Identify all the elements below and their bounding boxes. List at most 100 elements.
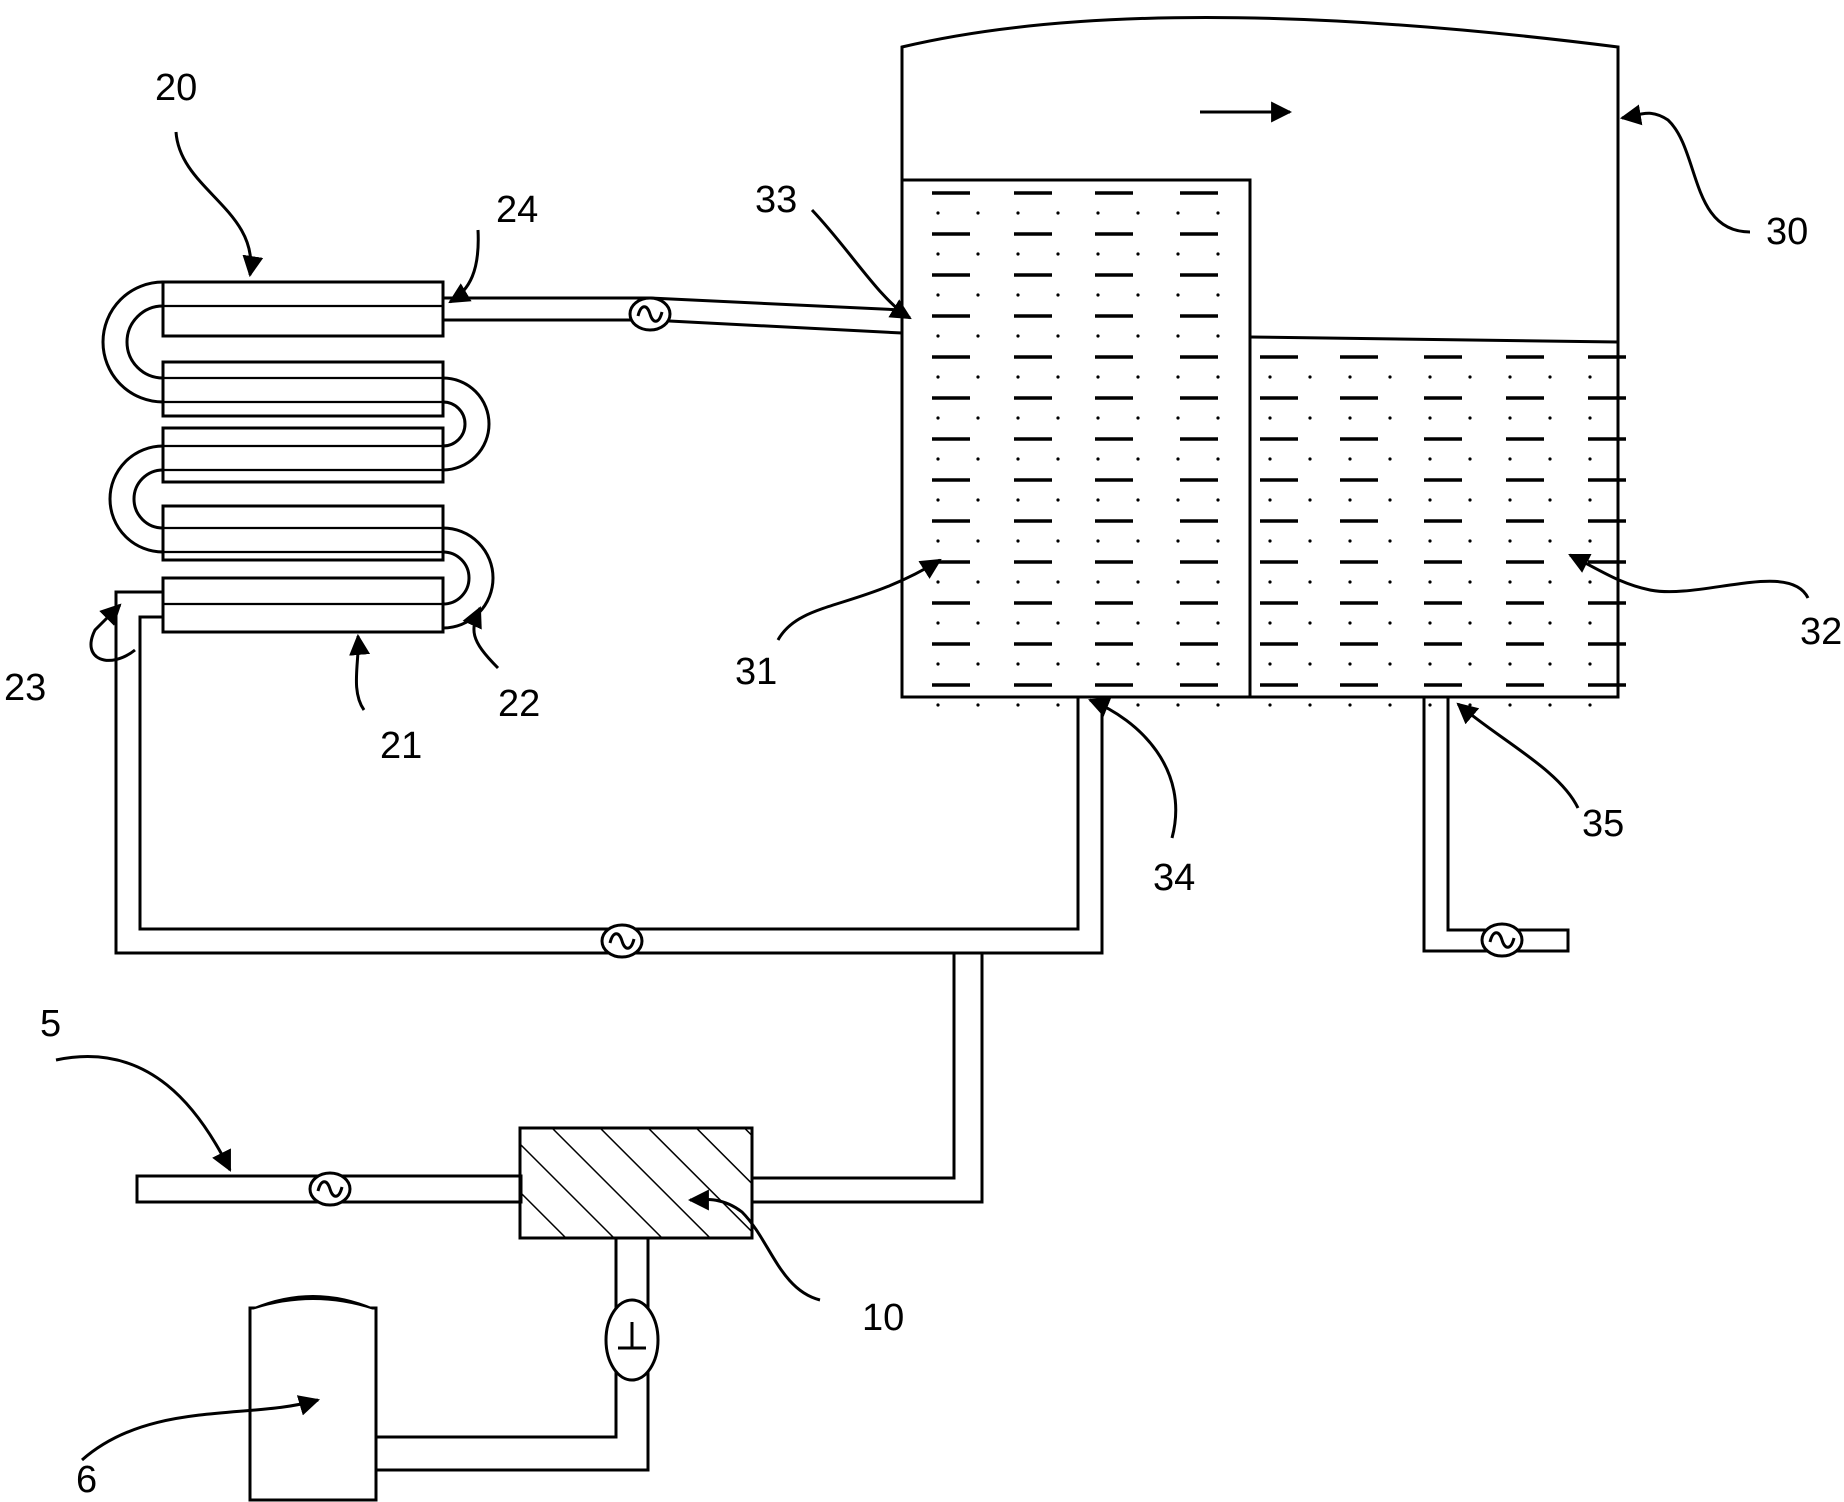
label-heat-exchanger-coil: 20	[155, 67, 197, 109]
liquid-dot	[1136, 334, 1140, 338]
liquid-dot	[1508, 703, 1512, 707]
liquid-dot	[1136, 293, 1140, 297]
liquid-dot	[1176, 539, 1180, 543]
liquid-dot	[1176, 621, 1180, 625]
liquid-dot	[1176, 498, 1180, 502]
liquid-dot	[1428, 539, 1432, 543]
liquid-dot	[936, 416, 940, 420]
liquid-dot	[1216, 498, 1220, 502]
liquid-dot	[1096, 334, 1100, 338]
liquid-dot	[1468, 662, 1472, 666]
liquid-dot	[976, 375, 980, 379]
liquid-dot	[936, 580, 940, 584]
liquid-dot	[1216, 375, 1220, 379]
liquid-dot	[1468, 416, 1472, 420]
liquid-dot	[1308, 539, 1312, 543]
liquid-dot	[1308, 498, 1312, 502]
liquid-dot	[1548, 662, 1552, 666]
liquid-dot	[1388, 498, 1392, 502]
heat-exchanger-coil	[101, 280, 495, 634]
label-coil-inlet: 23	[4, 667, 46, 709]
liquid-dot	[1508, 457, 1512, 461]
liquid-dot	[1468, 580, 1472, 584]
liquid-dot	[1308, 662, 1312, 666]
liquid-dot	[976, 498, 980, 502]
liquid-dot	[1588, 416, 1592, 420]
liquid-dot	[1136, 457, 1140, 461]
liquid-dot	[1216, 293, 1220, 297]
liquid-dot	[936, 662, 940, 666]
liquid-dot	[1136, 539, 1140, 543]
liquid-dot	[1588, 498, 1592, 502]
liquid-dot	[1216, 416, 1220, 420]
liquid-dot	[976, 457, 980, 461]
liquid-dot	[1508, 580, 1512, 584]
liquid-dot	[1056, 457, 1060, 461]
pump-icon	[600, 923, 644, 959]
liquid-dot	[1268, 375, 1272, 379]
liquid-dot	[1216, 621, 1220, 625]
liquid-dot	[1136, 580, 1140, 584]
liquid-dot	[1508, 621, 1512, 625]
liquid-dot	[1388, 416, 1392, 420]
liquid-dot	[1096, 498, 1100, 502]
liquid-dot	[1548, 457, 1552, 461]
pump-icon	[628, 296, 672, 332]
liquid-dot	[976, 539, 980, 543]
liquid-dot	[976, 211, 980, 215]
liquid-dot	[1016, 539, 1020, 543]
liquid-dot	[1428, 375, 1432, 379]
liquid-dot	[1548, 375, 1552, 379]
liquid-dot	[1588, 662, 1592, 666]
liquid-dot	[1548, 416, 1552, 420]
liquid-dot	[1348, 498, 1352, 502]
liquid-dot	[936, 252, 940, 256]
liquid-dot	[936, 334, 940, 338]
liquid-dot	[936, 703, 940, 707]
liquid-dot	[936, 293, 940, 297]
reference-labels: 20 24 23 21 22 33 30 31 32 34 35 5 6 10	[4, 67, 1842, 1501]
liquid-dot	[1388, 703, 1392, 707]
liquid-dot	[1096, 375, 1100, 379]
liquid-dot	[1096, 621, 1100, 625]
liquid-dot	[1308, 375, 1312, 379]
liquid-dot	[1016, 621, 1020, 625]
liquid-dot	[1176, 580, 1180, 584]
liquid-dot	[1468, 457, 1472, 461]
liquid-dot	[1388, 662, 1392, 666]
recirculation-loop	[114, 590, 1104, 1204]
tank-right-outlet-pipe	[1422, 697, 1570, 958]
liquid-dot	[1056, 539, 1060, 543]
liquid-dot	[1056, 211, 1060, 215]
liquid-dot	[1096, 580, 1100, 584]
liquid-dot	[1056, 662, 1060, 666]
liquid-dot	[1548, 580, 1552, 584]
liquid-dot	[1268, 662, 1272, 666]
liquid-dot	[1468, 621, 1472, 625]
liquid-dot	[1016, 334, 1020, 338]
liquid-dot	[1216, 252, 1220, 256]
liquid-dot	[1388, 580, 1392, 584]
liquid-dot	[1176, 334, 1180, 338]
leader-lines	[55, 104, 1810, 1462]
label-coil-top-outlet: 24	[496, 189, 538, 231]
label-tank-inlet: 33	[755, 179, 797, 221]
liquid-dot	[1268, 416, 1272, 420]
liquid-dot	[1588, 703, 1592, 707]
liquid-dot	[1348, 539, 1352, 543]
liquid-dot	[1136, 375, 1140, 379]
liquid-dot	[976, 703, 980, 707]
liquid-dot	[1308, 457, 1312, 461]
liquid-dot	[1096, 662, 1100, 666]
liquid-dot	[1096, 457, 1100, 461]
liquid-dot	[936, 211, 940, 215]
liquid-dot	[1428, 416, 1432, 420]
liquid-dot	[1468, 539, 1472, 543]
liquid-dot	[936, 539, 940, 543]
liquid-dot	[1056, 375, 1060, 379]
liquid-dot	[1216, 211, 1220, 215]
liquid-dot	[1136, 662, 1140, 666]
liquid-dot	[1548, 498, 1552, 502]
liquid-dot	[1136, 252, 1140, 256]
